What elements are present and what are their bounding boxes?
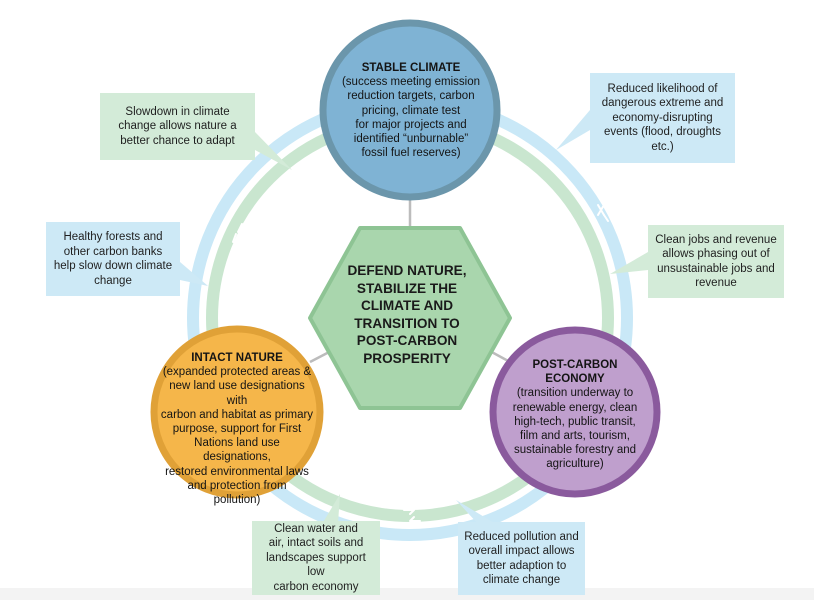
post-carbon-economy-title: ECONOMY: [545, 373, 605, 386]
note-line: dangerous extreme and: [601, 97, 724, 110]
stable-climate-line: (success meeting emission: [341, 76, 481, 89]
stable-climate-title: STABLE CLIMATE: [361, 62, 461, 74]
arrow-down-icon: [603, 214, 609, 222]
post-carbon-economy-line: film and arts, tourism,: [520, 430, 630, 443]
note-line: Healthy forests and: [63, 231, 163, 243]
note-line: other carbon banks: [63, 245, 163, 258]
note-reduced-pollution: Reduced pollution and overall impact all…: [458, 522, 585, 595]
center-title-line: CLIMATE AND: [360, 298, 454, 313]
pointer-reduced-pollution: [456, 500, 496, 524]
post-carbon-economy-text: POST-CARBON ECONOMY (transition underway…: [502, 358, 648, 472]
callout-pointers: [180, 110, 648, 524]
stable-climate-text: STABLE CLIMATE (success meeting emission…: [338, 61, 484, 160]
center-title-line: POST-CARBON: [356, 333, 458, 348]
pointer-slowdown: [255, 132, 292, 170]
stable-climate-line: fossil fuel reserves): [361, 147, 461, 160]
intact-nature-line: (expanded protected areas &: [162, 366, 312, 379]
note-slowdown: Slowdown in climate change allows nature…: [100, 93, 255, 160]
bottom-shadow: [0, 588, 814, 600]
note-line: help slow down climate: [53, 260, 173, 272]
intact-nature-circle: [150, 325, 324, 499]
arrow-down-icon: [232, 233, 237, 243]
note-line: overall impact allows: [468, 545, 575, 557]
note-line: Slowdown in climate: [125, 105, 230, 118]
note-line: Clean water and: [274, 522, 358, 535]
pointer-reduced-likelihood: [556, 110, 590, 150]
post-carbon-economy-line: (transition underway to: [516, 387, 634, 400]
note-line: air, intact soils and: [268, 537, 364, 550]
post-carbon-economy-title: POST-CARBON: [532, 359, 618, 371]
center-title-line: TRANSITION TO: [354, 315, 460, 331]
arrow-right-icon: [597, 204, 605, 216]
pointer-clean-water: [322, 494, 340, 524]
center-title: DEFEND NATURE, STABILIZE THE CLIMATE AND…: [331, 262, 483, 367]
stable-climate-line: reduction targets, carbon: [347, 90, 475, 103]
intact-nature-line: carbon and habitat as primary: [160, 408, 314, 421]
intact-nature-line: new land use designations with: [169, 380, 305, 407]
note-clean-jobs: Clean jobs and revenue allows phasing ou…: [648, 225, 784, 298]
note-healthy-forests: Healthy forests and other carbon banks h…: [46, 222, 180, 296]
center-title-line: DEFEND NATURE,: [347, 263, 467, 278]
stable-climate-line: pricing, climate test: [361, 104, 461, 117]
intact-nature-line: purpose, support for First: [172, 423, 302, 436]
stable-climate-line: for major projects and: [355, 118, 467, 131]
note-line: change: [94, 274, 132, 287]
center-hexagon: [308, 226, 512, 410]
post-carbon-economy-line: renewable energy, clean: [512, 401, 638, 414]
intact-nature-text: INTACT NATURE (expanded protected areas …: [160, 351, 314, 507]
stable-climate-circle: [319, 19, 501, 201]
intact-nature-title: INTACT NATURE: [191, 352, 283, 364]
note-line: Clean jobs and revenue: [655, 233, 777, 246]
arrow-right-icon: [403, 505, 415, 515]
intact-nature-line: and protection from: [187, 479, 287, 492]
note-line: etc.): [651, 140, 674, 153]
stable-climate-line: identified “unburnable”: [353, 133, 469, 146]
cycle-arrow-icons: [232, 204, 609, 526]
note-line: unsustainable jobs and: [657, 262, 775, 275]
pointer-clean-jobs: [610, 252, 648, 274]
note-line: events (flood, droughts: [604, 126, 721, 139]
note-reduced-likelihood: Reduced likelihood of dangerous extreme …: [590, 73, 735, 163]
intact-nature-line: Nations land use designations,: [194, 437, 280, 464]
note-clean-water: Clean water and air, intact soils and la…: [252, 521, 380, 595]
note-line: landscapes support low: [266, 551, 366, 579]
note-line: change allows nature a: [118, 120, 237, 133]
center-title-line: PROSPERITY: [363, 350, 451, 366]
note-line: economy-disrupting: [612, 111, 713, 124]
pointer-healthy-forests: [180, 262, 208, 286]
intact-nature-line: restored environmental laws: [165, 465, 309, 478]
note-line: Reduced likelihood of: [607, 82, 718, 95]
note-line: allows phasing out of: [662, 248, 770, 260]
post-carbon-economy-line: sustainable forestry and: [513, 444, 637, 457]
note-line: climate change: [482, 574, 561, 586]
note-line: revenue: [695, 277, 737, 289]
post-carbon-economy-line: high-tech, public transit,: [514, 415, 636, 428]
note-line: better chance to adapt: [120, 134, 235, 147]
note-line: better adaption to: [476, 559, 567, 572]
note-line: Reduced pollution and: [464, 530, 579, 543]
center-title-line: STABILIZE THE: [356, 280, 458, 296]
intact-nature-line: pollution): [213, 494, 261, 507]
post-carbon-economy-circle: [489, 326, 661, 498]
arrow-up-icon: [237, 223, 249, 233]
post-carbon-economy-line: agriculture): [546, 458, 604, 471]
note-line: carbon economy: [273, 580, 359, 593]
arrow-left-icon: [409, 516, 421, 526]
